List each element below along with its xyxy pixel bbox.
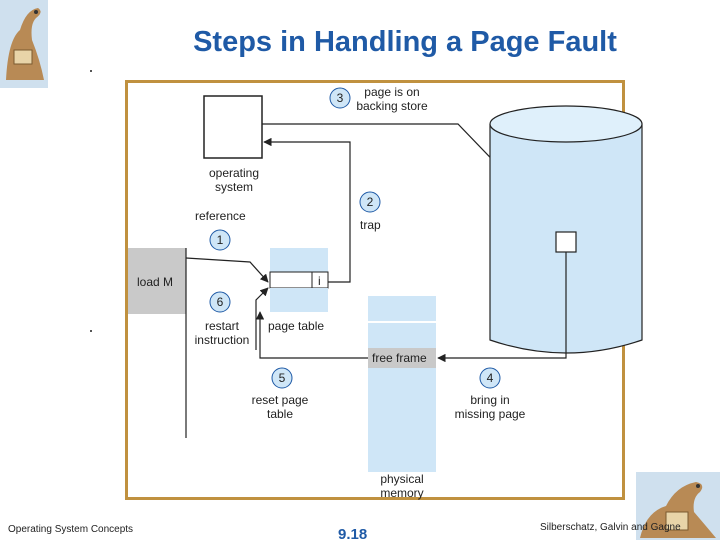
footer-course-title: Operating System Concepts <box>8 524 134 535</box>
operating-system-label-line2: system <box>215 180 253 194</box>
step-1-number: 1 <box>217 233 224 247</box>
free-frame-label: free frame <box>372 351 427 365</box>
dinosaur-logo-bottom-right <box>636 472 720 540</box>
backing-store-label-line1: page is on <box>364 85 419 99</box>
bullet-dot <box>90 330 92 332</box>
step-3-number: 3 <box>337 91 344 105</box>
step-4-circle <box>479 367 501 389</box>
page-table-label: page table <box>268 319 324 333</box>
page-table-bottom <box>270 288 328 312</box>
backing-store-label-line2: backing store <box>356 99 428 113</box>
bullet-dot <box>90 70 92 72</box>
step-2-number: 2 <box>367 195 374 209</box>
restart-label-line1: restart <box>205 319 240 333</box>
trap-label: trap <box>360 218 381 232</box>
step-3-circle <box>329 87 351 109</box>
reset-label-line1: reset page <box>252 393 309 407</box>
load-m-label: load M <box>137 275 173 289</box>
bring-in-label-line2: missing page <box>455 407 526 421</box>
physical-memory-bottom <box>368 368 436 472</box>
step-5-circle <box>271 367 293 389</box>
step-4-number: 4 <box>487 371 494 385</box>
step-6-number: 6 <box>217 295 224 309</box>
free-frame-block <box>368 348 436 368</box>
physical-memory-label-line2: memory <box>380 486 423 500</box>
step-1-circle <box>209 229 231 251</box>
page-table-top <box>270 248 328 272</box>
footer-page-number: 9.18 <box>338 526 368 540</box>
slide-title: Steps in Handling a Page Fault <box>193 26 617 58</box>
operating-system-box <box>203 95 263 159</box>
step-6-circle <box>209 291 231 313</box>
physical-memory-label-line1: physical <box>380 472 423 486</box>
step-2-circle <box>359 191 381 213</box>
page-table-entry-label: i <box>318 274 321 288</box>
reset-label-line2: table <box>267 407 293 421</box>
missing-page-block <box>555 231 577 253</box>
bring-in-label-line1: bring in <box>470 393 509 407</box>
step-5-number: 5 <box>279 371 286 385</box>
reference-label: reference <box>195 209 246 223</box>
footer-authors: Silberschatz, Galvin and Gagne <box>540 522 681 533</box>
dinosaur-logo-top-left <box>0 0 48 88</box>
operating-system-label-line1: operating <box>209 166 259 180</box>
program-block <box>128 248 186 314</box>
restart-label-line2: instruction <box>195 333 250 347</box>
